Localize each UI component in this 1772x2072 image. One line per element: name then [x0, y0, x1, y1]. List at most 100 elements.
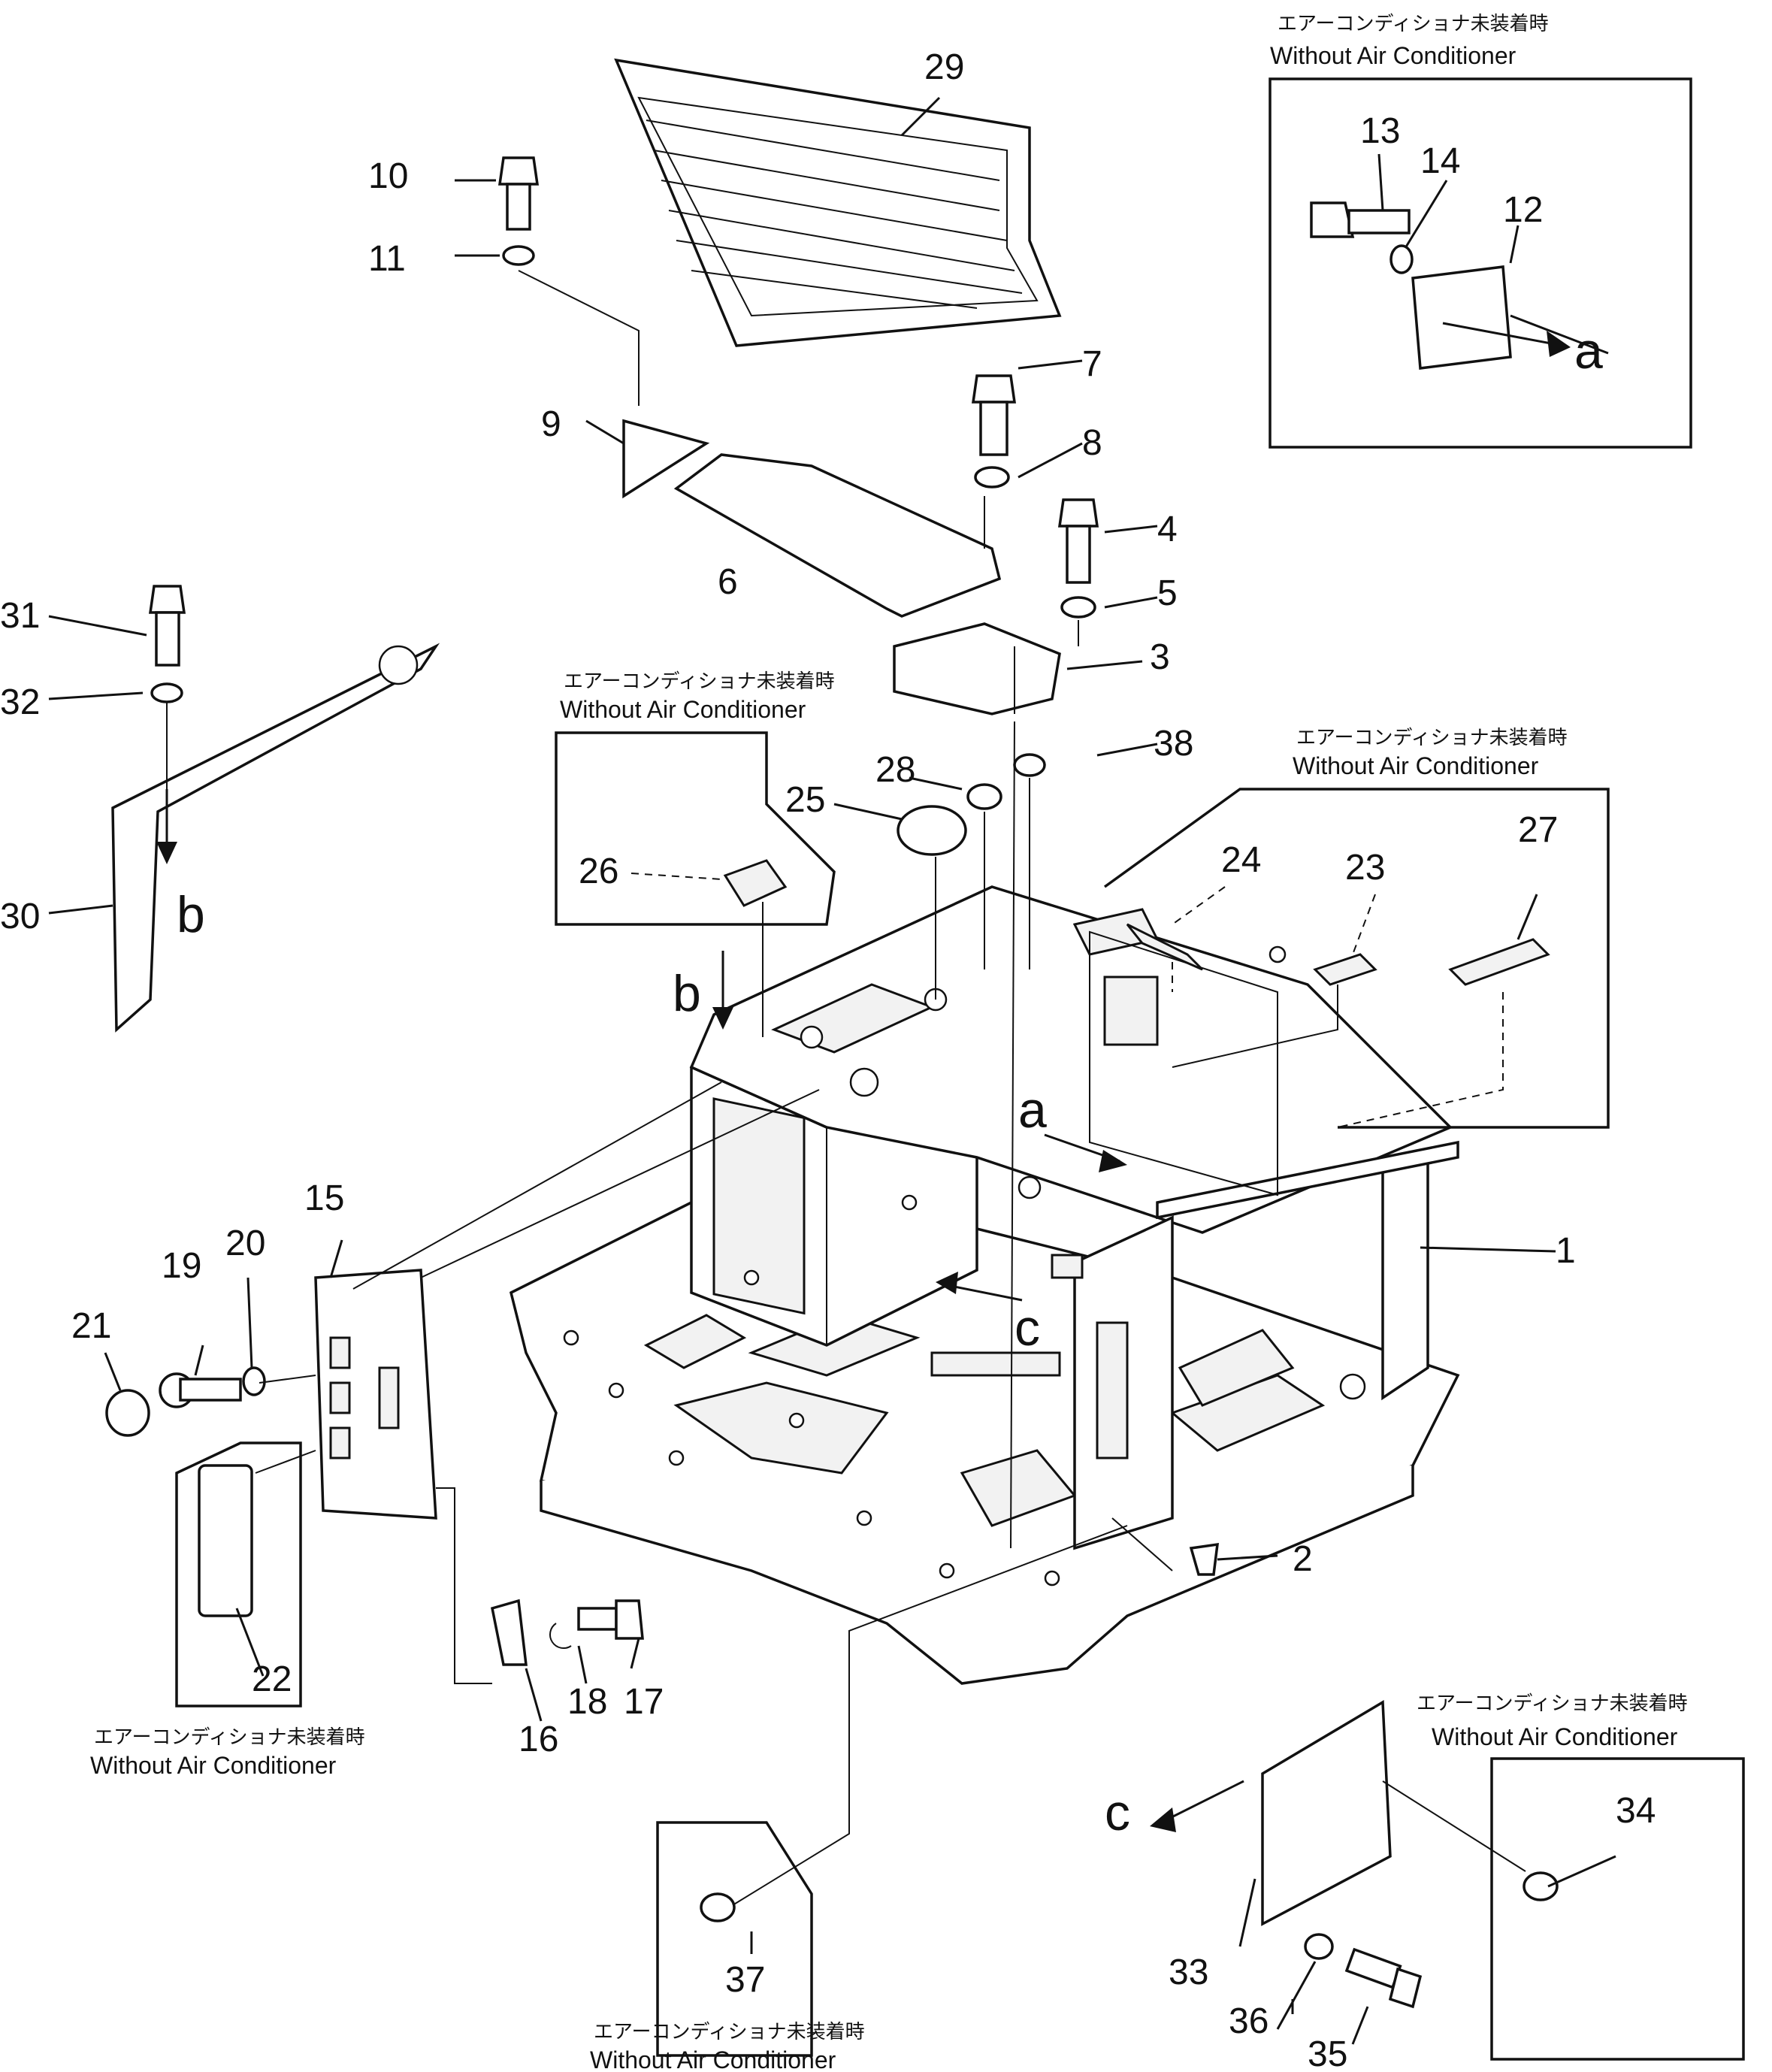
callout-3: 3 — [1150, 637, 1170, 677]
cover-plate-part-33 — [1261, 1700, 1392, 1926]
callout-12: 12 — [1503, 190, 1543, 230]
callout-10: 10 — [368, 156, 408, 196]
svg-text:エアーコンディショナ未装着時: エアーコンディショナ未装着時 — [564, 670, 835, 693]
callout-14: 14 — [1420, 141, 1460, 181]
svg-text:Without Air Conditioner: Without Air Conditioner — [560, 696, 806, 723]
callout-18: 18 — [567, 1682, 607, 1722]
callout-33: 33 — [1169, 1953, 1208, 1992]
detail-box-37 — [656, 1821, 813, 2057]
view-letter-b-frame: b — [673, 965, 701, 1022]
callout-17: 17 — [624, 1682, 664, 1722]
view-letter-c-frame: c — [1015, 1299, 1040, 1357]
svg-text:エアーコンディショナ未装着時: エアーコンディショナ未装着時 — [1296, 727, 1568, 749]
washer-part-14 — [1389, 244, 1414, 274]
plate-part-9 — [622, 419, 710, 499]
callout-24: 24 — [1221, 840, 1261, 880]
bolt-part-31 — [148, 585, 186, 667]
main-frame-part-1 — [509, 885, 1460, 1685]
view-letter-a-frame: a — [1018, 1081, 1047, 1139]
cap-part-26 — [723, 859, 788, 907]
washer-part-5 — [1060, 596, 1096, 619]
cap-part-23 — [1313, 953, 1377, 986]
svg-text:Without Air Conditioner: Without Air Conditioner — [1432, 1723, 1678, 1750]
cover-plate-part-6 — [673, 453, 1002, 618]
option-note-bottom-right: エアーコンディショナ未装着時 Without Air Conditioner — [1417, 1692, 1688, 1750]
washer-part-18 — [549, 1623, 572, 1650]
callout-23: 23 — [1345, 848, 1385, 888]
callout-19: 19 — [162, 1246, 201, 1286]
plug-part-37 — [700, 1892, 736, 1922]
cap-part-27 — [1448, 938, 1550, 986]
detail-box-22 — [175, 1441, 302, 1708]
callout-38: 38 — [1154, 724, 1193, 764]
cover-part-29 — [614, 58, 1062, 347]
callout-6: 6 — [718, 562, 738, 602]
callout-22: 22 — [252, 1659, 292, 1699]
view-letter-c-plate: c — [1105, 1784, 1130, 1841]
callout-21: 21 — [71, 1306, 111, 1346]
svg-text:エアーコンディショナ未装着時: エアーコンディショナ未装着時 — [594, 2021, 865, 2043]
bolt-part-7 — [971, 374, 1017, 456]
callout-8: 8 — [1082, 423, 1102, 463]
callout-16: 16 — [519, 1720, 558, 1759]
view-letter-a-detail: a — [1574, 322, 1603, 380]
callout-32: 32 — [0, 682, 40, 722]
clip-part-16 — [490, 1599, 528, 1666]
callout-15: 15 — [304, 1178, 344, 1218]
bolt-part-13 — [1310, 201, 1411, 238]
callout-26: 26 — [579, 851, 618, 891]
callout-27: 27 — [1518, 810, 1558, 850]
bolt-part-10 — [497, 156, 540, 231]
detail-box-a — [1269, 77, 1692, 449]
detail-box-23-27 — [1103, 788, 1610, 1129]
washer-part-20 — [242, 1366, 266, 1396]
svg-text:Without Air Conditioner: Without Air Conditioner — [1293, 752, 1539, 779]
callout-1: 1 — [1556, 1231, 1576, 1271]
callout-36: 36 — [1229, 2001, 1269, 2041]
svg-text:エアーコンディショナ未装着時: エアーコンディショナ未装着時 — [94, 1726, 365, 1749]
callout-2: 2 — [1293, 1539, 1313, 1579]
callout-28: 28 — [875, 750, 915, 790]
option-note-center: エアーコンディショナ未装着時 Without Air Conditioner — [560, 670, 835, 723]
view-letters: a a b b c c — [177, 322, 1603, 1841]
detail-box-26 — [555, 731, 836, 926]
bracket-part-30 — [111, 643, 440, 1033]
view-letter-b-bracket: b — [177, 886, 205, 943]
svg-text:Without Air Conditioner: Without Air Conditioner — [1270, 42, 1516, 69]
callout-9: 9 — [541, 404, 561, 444]
callout-29: 29 — [924, 47, 964, 87]
callout-4: 4 — [1157, 510, 1178, 549]
washer-part-36 — [1304, 1933, 1334, 1960]
callout-20: 20 — [225, 1224, 265, 1263]
leader-lines — [48, 96, 1616, 2045]
washer-part-32 — [150, 682, 183, 703]
plug-part-38 — [1013, 753, 1046, 777]
callout-25: 25 — [785, 780, 825, 820]
detail-box-34 — [1490, 1757, 1745, 2061]
callout-34: 34 — [1616, 1791, 1656, 1831]
option-note-bottom: エアーコンディショナ未装着時 Without Air Conditioner — [590, 2021, 865, 2072]
option-note-top-right: エアーコンディショナ未装着時 Without Air Conditioner — [1270, 13, 1549, 69]
bolt-part-19 — [159, 1372, 242, 1408]
bolt-part-17 — [577, 1599, 644, 1640]
callout-31: 31 — [0, 596, 40, 636]
plug-part-2 — [1189, 1542, 1220, 1576]
bolt-part-35 — [1344, 1947, 1423, 2009]
plug-part-28 — [966, 783, 1002, 810]
option-note-left: エアーコンディショナ未装着時 Without Air Conditioner — [90, 1726, 365, 1779]
callout-13: 13 — [1360, 111, 1400, 151]
callout-labels: 1 2 3 4 5 6 7 8 9 10 11 12 13 14 15 16 1… — [0, 47, 1656, 2072]
cover-plate-part-12 — [1411, 265, 1512, 370]
callout-7: 7 — [1082, 344, 1102, 384]
bracket-hole — [378, 645, 419, 685]
callout-37: 37 — [725, 1960, 765, 2000]
svg-text:エアーコンディショナ未装着時: エアーコンディショナ未装着時 — [1278, 13, 1549, 35]
cap-part-21 — [105, 1389, 150, 1437]
callout-30: 30 — [0, 897, 40, 936]
plug-part-34 — [1523, 1871, 1559, 1901]
cap-part-24 — [1126, 923, 1204, 971]
plug-part-25 — [897, 805, 967, 856]
callout-11: 11 — [368, 239, 406, 279]
washer-part-8 — [974, 466, 1010, 489]
